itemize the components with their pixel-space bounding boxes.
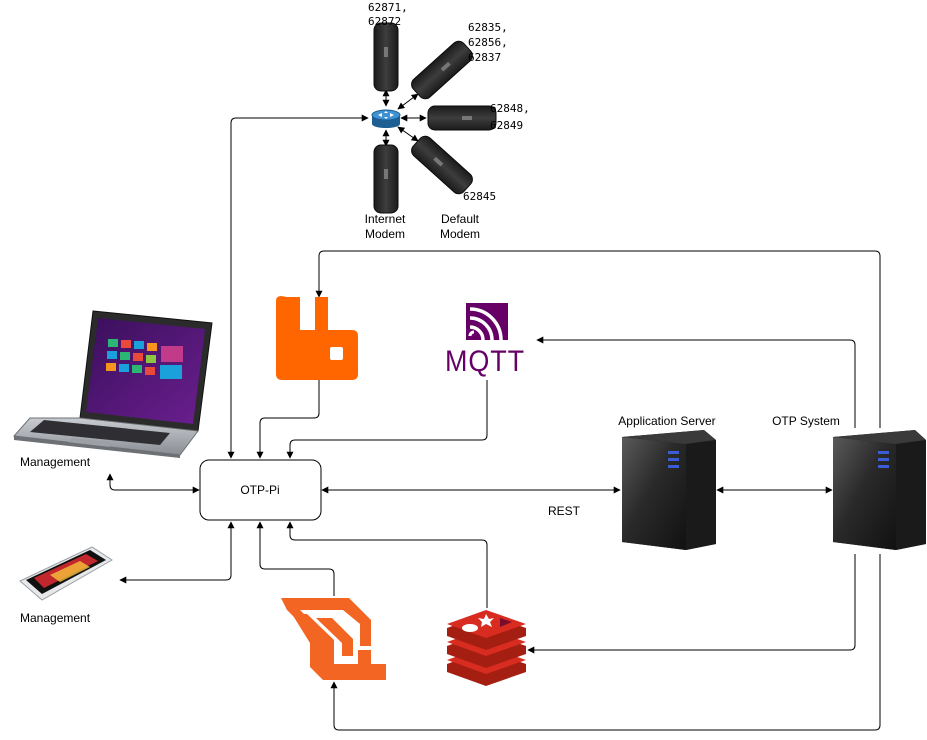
usb-modem-icon <box>408 132 476 198</box>
mqtt-icon: MQTT <box>445 303 525 378</box>
server-icon <box>622 430 716 550</box>
management-laptop-label: Management <box>20 455 91 469</box>
modem-ports-top-line2: 62872 <box>368 15 401 28</box>
otp-system-label: OTP System <box>772 414 840 428</box>
default-modem-label-line1: Default <box>441 212 480 226</box>
internet-modem-label-line2: Modem <box>365 227 405 241</box>
otp-pi-node[interactable]: OTP-Pi <box>199 459 322 521</box>
phone-to-otp-pi-connector <box>119 521 235 584</box>
default-modem-label-line2: Modem <box>440 227 480 241</box>
modem-ports-lower-right: 62845 <box>463 190 496 203</box>
otp-system-to-rabbitmq-connector <box>315 250 881 428</box>
modem-ports-right-line2: 62849 <box>490 119 523 132</box>
connections <box>106 114 881 731</box>
application-server-label: Application Server <box>618 414 715 428</box>
modem-link-arrows <box>382 89 427 147</box>
redis-to-otp-pi-connector <box>286 521 488 608</box>
router-to-otp-pi-connector <box>227 114 369 459</box>
rest-label: REST <box>548 504 581 518</box>
modem-ports-upper-right-line3: 62837 <box>468 51 501 64</box>
management-phone-label: Management <box>20 611 91 625</box>
otp-system-to-redis-connector <box>527 554 856 654</box>
modem-cluster: 62871, 62872 62835, 62856, 62837 62848, … <box>365 1 530 241</box>
usb-modem-icon <box>427 105 497 131</box>
server-icon <box>833 430 926 550</box>
otp-pi-label: OTP-Pi <box>240 483 279 497</box>
rabbitmq-to-otp-pi-connector <box>256 380 320 459</box>
redis-icon <box>447 610 526 686</box>
otp-system-to-websocket-connector <box>330 554 881 731</box>
mqtt-to-otp-pi-connector <box>286 380 488 459</box>
websocket-to-otp-pi-connector <box>256 521 335 596</box>
otp-system-to-mqtt-connector <box>536 336 856 428</box>
rabbitmq-icon <box>276 296 358 380</box>
usb-modem-icon <box>373 22 399 92</box>
modem-ports-top-line1: 62871, <box>368 1 408 14</box>
modem-ports-right-line1: 62848, <box>490 102 530 115</box>
mqtt-label: MQTT <box>445 345 525 378</box>
internet-modem-label-line1: Internet <box>365 212 406 226</box>
application-server-node[interactable]: Application Server <box>618 414 716 550</box>
usb-modem-icon <box>373 144 399 214</box>
laptop-to-otp-pi-connector <box>106 473 200 494</box>
router-icon <box>371 109 401 128</box>
usb-modem-icon <box>408 37 476 103</box>
phone-icon <box>19 546 113 601</box>
modem-ports-upper-right-line2: 62856, <box>468 36 508 49</box>
laptop-icon <box>12 310 213 458</box>
modem-ports-upper-right-line1: 62835, <box>468 21 508 34</box>
websocket-icon <box>281 598 386 680</box>
otp-system-node[interactable]: OTP System <box>772 414 926 550</box>
